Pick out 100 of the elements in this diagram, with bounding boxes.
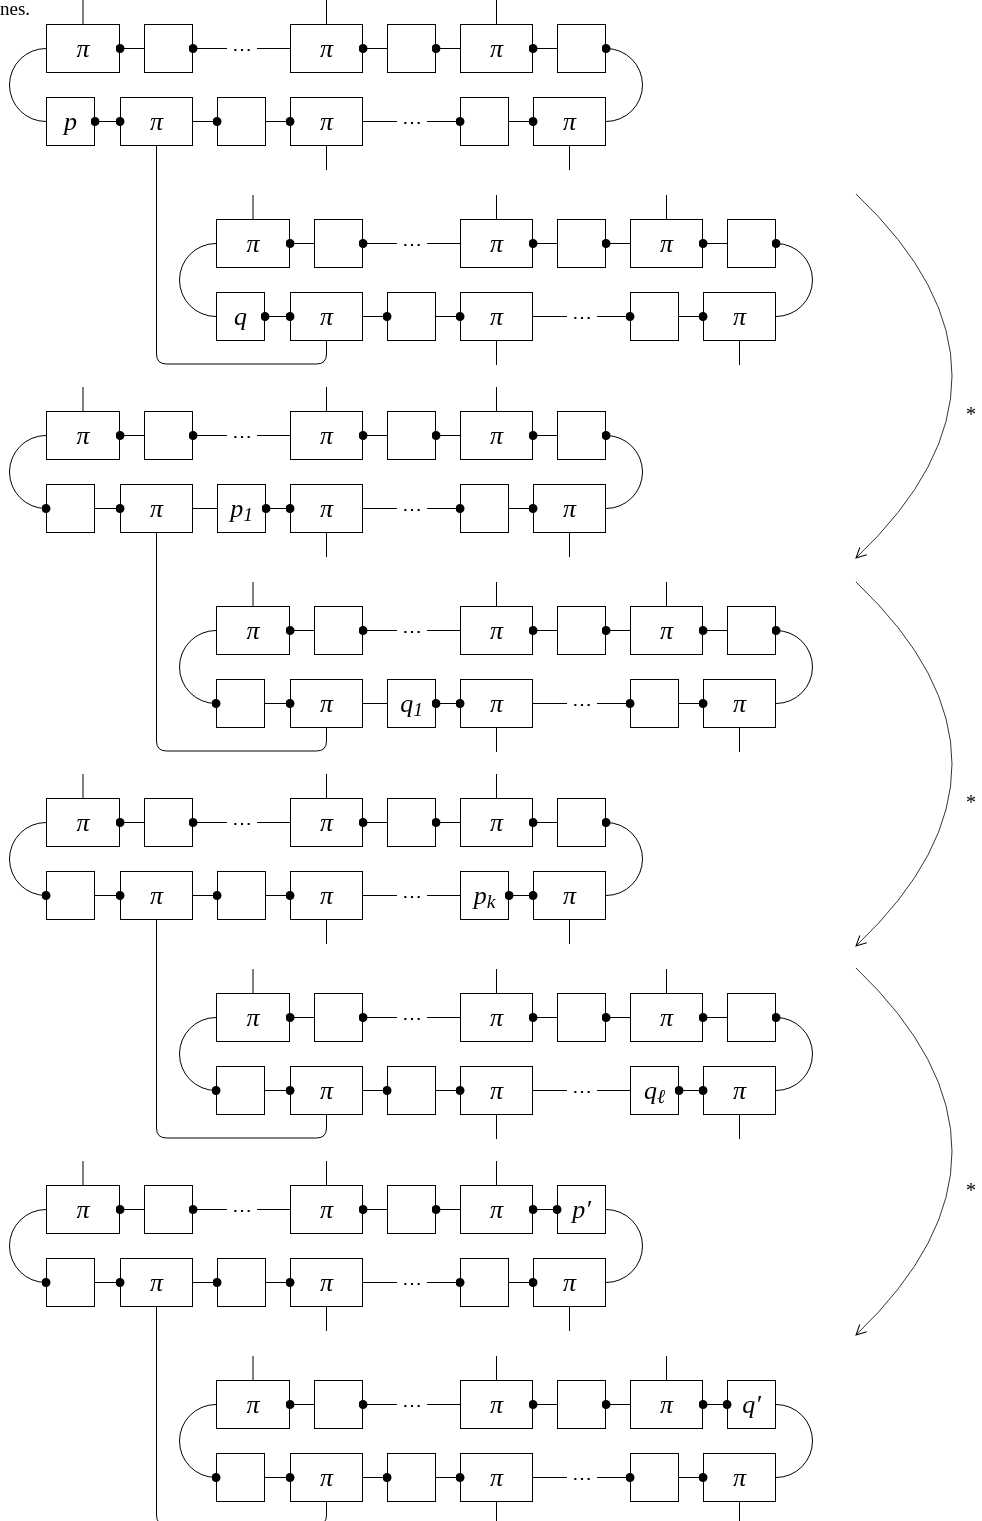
- connector-line: [771, 239, 813, 317]
- tensor-box: π: [460, 606, 533, 655]
- tensor-box: [460, 484, 509, 533]
- connector-line: [94, 504, 125, 513]
- connector-line: [528, 1013, 558, 1022]
- connector-line: [264, 1473, 295, 1482]
- connector-line: [179, 1404, 221, 1482]
- connector-line: [94, 1278, 125, 1287]
- tensor-box: π: [460, 1066, 533, 1115]
- tensor-box: [144, 24, 193, 73]
- transition-label: *: [966, 1179, 976, 1200]
- tensor-box: π: [46, 798, 120, 847]
- tensor-box: π: [460, 679, 533, 728]
- connector-line: [601, 626, 631, 635]
- tensor-box: π: [46, 24, 120, 73]
- connector-line: [528, 1205, 562, 1214]
- tensor-box: π: [460, 219, 533, 268]
- tensor-box: p: [46, 97, 95, 146]
- tensor-box: π: [120, 97, 193, 146]
- connector-line: [508, 504, 538, 513]
- tensor-box: [557, 606, 606, 655]
- connector-line: [192, 1278, 222, 1287]
- connector-line: [698, 239, 728, 248]
- connector-line: [115, 431, 145, 440]
- connector-line: [179, 630, 221, 708]
- tensor-box: [387, 24, 436, 73]
- tensor-box: [557, 411, 606, 460]
- connector-line: [115, 818, 145, 827]
- tensor-box: [727, 993, 776, 1042]
- tensor-box: [557, 219, 606, 268]
- tensor-box: [460, 97, 509, 146]
- tensor-box: [387, 1185, 436, 1234]
- connector-line: [508, 1278, 538, 1287]
- connector-line: [192, 508, 218, 509]
- connector-line: [285, 626, 315, 635]
- tensor-box: π: [46, 1185, 120, 1234]
- tensor-box: [314, 606, 363, 655]
- connector-line: [601, 818, 643, 896]
- tensor-box: π: [290, 871, 363, 920]
- tensor-box: π: [290, 798, 363, 847]
- connector-line: [678, 312, 708, 321]
- tensor-box: π: [290, 97, 363, 146]
- tensor-box: π: [630, 993, 703, 1042]
- tensor-box: π: [216, 993, 290, 1042]
- tensor-box: [144, 1185, 193, 1234]
- tensor-box: [216, 1453, 265, 1502]
- tensor-box: π: [703, 1453, 776, 1502]
- connector-line: [94, 891, 125, 900]
- connector-line: [771, 1013, 813, 1091]
- tensor-box: π: [290, 292, 363, 341]
- tensor-box: [387, 292, 436, 341]
- connector-line: [678, 1473, 708, 1482]
- tensor-box: π: [216, 606, 290, 655]
- connector-line: [362, 1473, 392, 1482]
- tensor-box: [557, 1380, 606, 1429]
- connector-line: [431, 699, 465, 708]
- connector-line: [115, 44, 145, 53]
- tensor-box: p$_{k}$: [460, 871, 509, 920]
- tensor-box: π: [290, 24, 363, 73]
- connector-line: [528, 818, 558, 827]
- tensor-box: π: [290, 1066, 363, 1115]
- connector-line: [9, 1209, 51, 1287]
- tensor-box: [387, 1453, 436, 1502]
- tensor-box: [557, 993, 606, 1042]
- tensor-box: [314, 219, 363, 268]
- connector-line: [674, 1086, 708, 1095]
- tensor-box: [144, 798, 193, 847]
- tensor-box: [46, 871, 95, 920]
- connector-line: [698, 1400, 732, 1409]
- tensor-box: π: [120, 1258, 193, 1307]
- connector-line: [601, 44, 643, 122]
- tensor-box: [217, 97, 266, 146]
- connector-line: [698, 1013, 728, 1022]
- tensor-box: π: [460, 292, 533, 341]
- connector-line: [528, 1400, 558, 1409]
- tensor-box: [557, 24, 606, 73]
- connector-line: [156, 919, 327, 1139]
- connector-line: [156, 532, 327, 752]
- connector-line: [435, 312, 465, 321]
- connector-line: [156, 145, 327, 365]
- tensor-box: [460, 1258, 509, 1307]
- tensor-box: q: [216, 292, 265, 341]
- tensor-box: π: [290, 679, 363, 728]
- connector-line: [192, 891, 222, 900]
- connector-line: [156, 1306, 327, 1521]
- tensor-box: π: [533, 1258, 606, 1307]
- tensor-box: [387, 1066, 436, 1115]
- connector-line: [362, 703, 388, 704]
- connector-line: [192, 117, 222, 126]
- connector-line: [265, 891, 295, 900]
- tensor-box: π: [290, 484, 363, 533]
- connector-line: [264, 699, 295, 708]
- connector-line: [528, 626, 558, 635]
- tensor-box: π: [120, 484, 193, 533]
- connector-line: [9, 822, 51, 900]
- connector-line: [179, 243, 217, 317]
- tensor-box: [630, 292, 679, 341]
- tensor-box: p′: [557, 1185, 606, 1234]
- connector-line: [528, 431, 558, 440]
- tensor-box: π: [290, 1453, 363, 1502]
